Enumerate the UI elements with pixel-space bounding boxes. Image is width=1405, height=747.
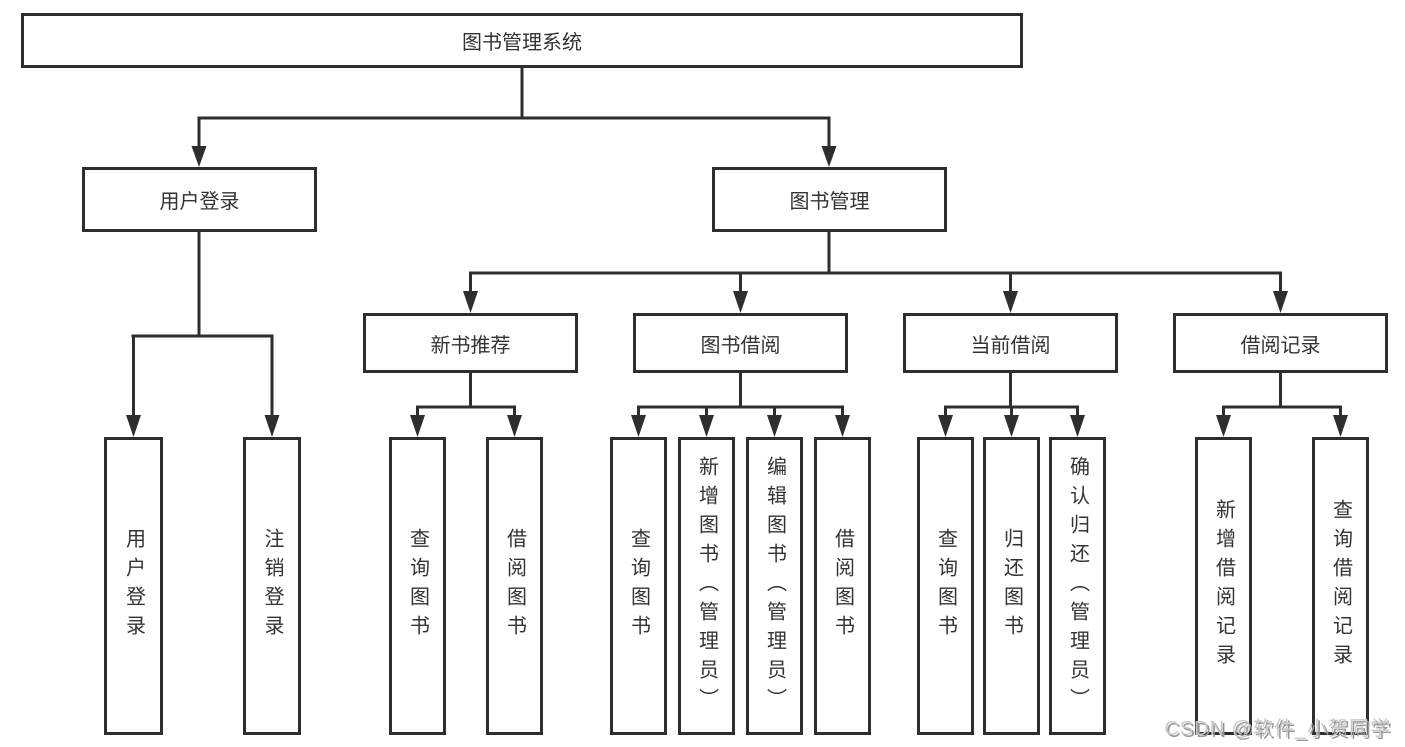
arrowhead-current-return — [1004, 415, 1019, 437]
arrowhead-borrow-add — [699, 415, 714, 437]
leaf-borrow-borrow-books: 借阅图书 — [814, 437, 871, 735]
arrowhead-borrow-query — [631, 415, 646, 437]
leaf-borrow-query-books: 查询图书 — [610, 437, 667, 735]
arrowhead-book-borrow — [733, 291, 748, 313]
leaf-newbook-borrow-books: 借阅图书 — [486, 437, 543, 735]
leaf-current-return-books: 归还图书 — [983, 437, 1040, 735]
arrowhead-new-book — [463, 291, 478, 313]
leaf-current-query-books: 查询图书 — [917, 437, 974, 735]
arrowhead-borrow-edit — [767, 415, 782, 437]
arrowhead-newbook-query — [410, 415, 425, 437]
arrowhead-current-confirm — [1070, 415, 1085, 437]
leaf-records-query-record: 查询借阅记录 — [1312, 437, 1369, 735]
arrowhead-borrow-records — [1273, 291, 1288, 313]
arrowhead-leaf-logout — [264, 415, 280, 437]
node-new-book-recommend: 新书推荐 — [363, 313, 578, 373]
leaf-user-login: 用户登录 — [104, 437, 163, 735]
arrowhead-borrow-borrow — [835, 415, 850, 437]
leaf-records-add-record: 新增借阅记录 — [1195, 437, 1252, 735]
arrowhead-current-query — [938, 415, 953, 437]
csdn-watermark: CSDN @软件_小贺同学 — [1164, 718, 1391, 740]
node-book-borrowing: 图书借阅 — [633, 313, 848, 373]
arrowhead-user-login — [191, 146, 207, 167]
arrowhead-book-management — [821, 146, 837, 167]
leaf-current-confirm-return-admin: 确认归还（管理员） — [1049, 437, 1106, 735]
node-user-login: 用户登录 — [82, 167, 317, 232]
arrowhead-records-query — [1333, 415, 1348, 437]
node-root-system: 图书管理系统 — [21, 13, 1023, 68]
node-book-management: 图书管理 — [712, 167, 947, 232]
arrowhead-records-add — [1216, 415, 1231, 437]
arrowhead-leaf-login — [126, 415, 141, 437]
leaf-borrow-edit-books-admin: 编辑图书（管理员） — [746, 437, 803, 735]
arrowhead-newbook-borrow — [507, 415, 522, 437]
node-current-borrowing: 当前借阅 — [903, 313, 1118, 373]
node-borrowing-records: 借阅记录 — [1173, 313, 1388, 373]
arrowhead-current-borrow — [1003, 291, 1018, 313]
leaf-newbook-query-books: 查询图书 — [389, 437, 446, 735]
leaf-logout: 注销登录 — [243, 437, 301, 735]
leaf-borrow-add-books-admin: 新增图书（管理员） — [678, 437, 735, 735]
